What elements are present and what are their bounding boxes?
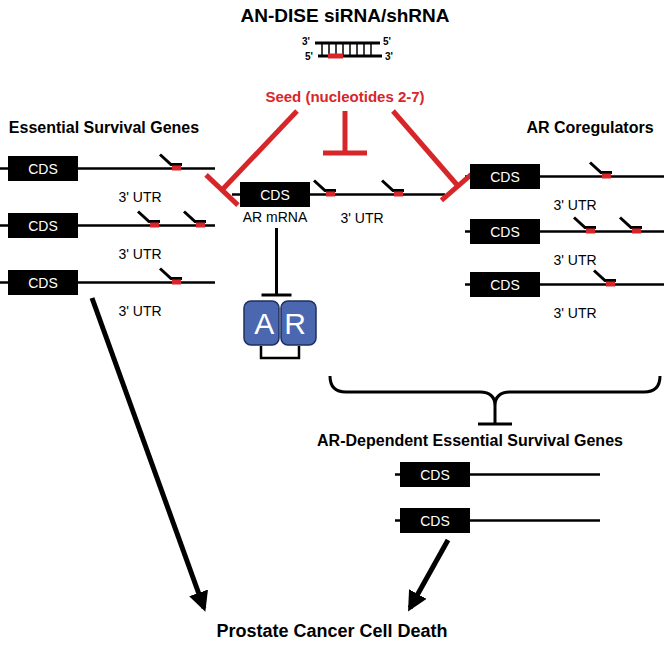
label: 3' <box>302 36 310 48</box>
label: 3' UTR <box>553 197 596 213</box>
protein-shape: AR <box>243 300 317 348</box>
inhibition-bar <box>262 294 292 297</box>
label: 3' UTR <box>340 210 383 226</box>
mirna-mark <box>382 181 404 191</box>
sirna-rung <box>342 44 344 55</box>
sirna-rung <box>370 44 372 55</box>
mirna-mark <box>138 212 160 222</box>
inhibition-line <box>393 111 458 186</box>
arrow <box>92 298 204 608</box>
sirna-rung <box>321 44 323 55</box>
label: 3' UTR <box>118 246 161 262</box>
seed-site <box>606 282 615 287</box>
label: 5' <box>305 51 313 63</box>
label: 3' UTR <box>553 252 596 268</box>
label: 3' UTR <box>553 305 596 321</box>
node-text: CDS <box>420 513 450 529</box>
mirna-mark <box>160 269 182 279</box>
cds-box: CDS <box>8 270 78 295</box>
node-text: CDS <box>28 275 58 291</box>
cds-box: CDSAR mRNA <box>240 182 310 207</box>
title: AN-DISE siRNA/shRNA <box>240 5 449 27</box>
inhibition-line <box>222 111 297 190</box>
label: 5' <box>383 36 391 48</box>
cds-box: CDS <box>470 164 540 189</box>
label: 3' UTR <box>118 303 161 319</box>
cds-box: CDS <box>8 213 78 238</box>
cds-box: CDS <box>400 508 470 533</box>
seed-site <box>150 223 159 228</box>
node-text: CDS <box>490 224 520 240</box>
node-text: CDS <box>28 161 58 177</box>
cds-box: CDS <box>470 219 540 244</box>
mirna-mark <box>184 212 206 222</box>
sirna-rung <box>349 44 351 55</box>
mirna-mark <box>590 163 612 173</box>
inhibition-line <box>494 406 497 424</box>
inhibition-bar <box>478 423 512 426</box>
node-caption: AR mRNA <box>243 209 308 225</box>
mirna-mark <box>160 155 182 165</box>
node-text: CDS <box>420 467 450 483</box>
seed-mark <box>328 54 343 59</box>
label: AR Coregulators <box>526 119 653 137</box>
inhibition-bar <box>323 151 367 156</box>
mirna-mark <box>620 218 642 228</box>
inhibition-bar <box>206 175 238 205</box>
sirna-rung <box>328 44 330 55</box>
seed-site <box>196 223 205 228</box>
node-text: CDS <box>28 218 58 234</box>
seed-site <box>586 229 595 234</box>
seed-site <box>602 174 611 179</box>
cds-box: CDS <box>470 272 540 297</box>
inhibition-line <box>343 111 348 153</box>
seed-site <box>172 280 181 285</box>
label: Seed (nucleotides 2-7) <box>265 88 424 105</box>
sirna-rung <box>363 44 365 55</box>
node-text: CDS <box>490 169 520 185</box>
node-text: AR <box>244 307 316 341</box>
node-text: CDS <box>490 277 520 293</box>
label: 3' <box>385 51 393 63</box>
seed-site <box>326 192 335 197</box>
bracket <box>330 376 660 406</box>
seed-site <box>172 166 181 171</box>
label: Prostate Cancer Cell Death <box>216 621 447 642</box>
connector-line <box>275 228 278 295</box>
mirna-mark <box>574 218 596 228</box>
cds-box: CDS <box>8 156 78 181</box>
sirna-rung <box>335 44 337 55</box>
dimer-link <box>261 346 299 358</box>
sirna-rung <box>356 44 358 55</box>
seed-site <box>394 192 403 197</box>
mirna-mark <box>314 181 336 191</box>
label: AR-Dependent Essential Survival Genes <box>317 432 623 450</box>
mirna-mark <box>594 271 616 281</box>
inhibition-connector <box>262 228 292 295</box>
label: 3' UTR <box>118 189 161 205</box>
cds-box: CDS <box>400 462 470 487</box>
arrow <box>410 540 448 608</box>
seed-site <box>632 229 641 234</box>
node-text: CDS <box>260 187 290 203</box>
label: Essential Survival Genes <box>9 119 199 137</box>
